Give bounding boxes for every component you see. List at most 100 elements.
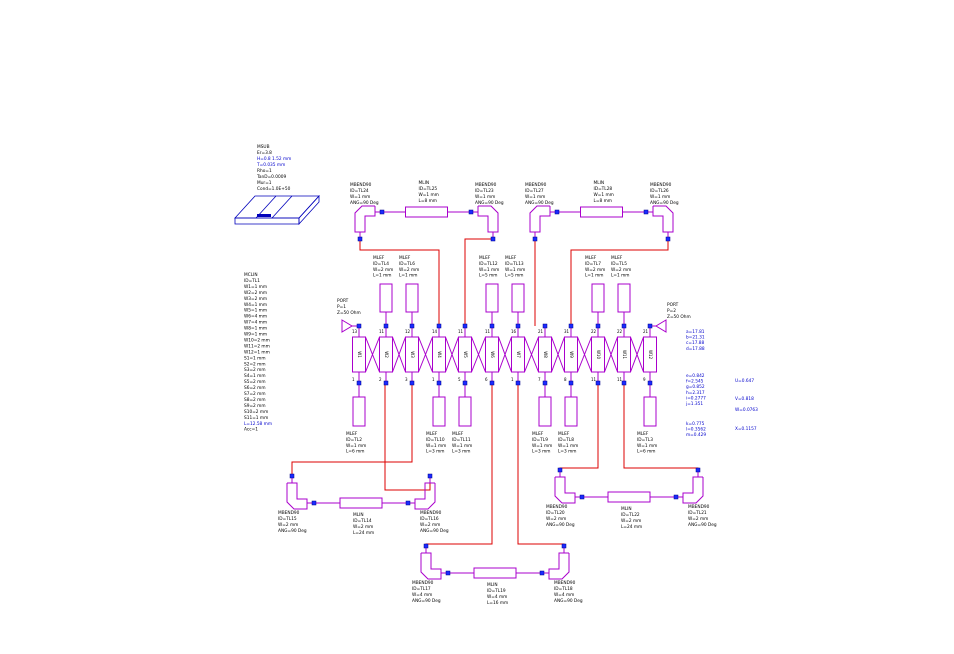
coupled-section[interactable]: W8 [538, 327, 565, 382]
equation-result[interactable]: W=0.0763 [735, 407, 758, 413]
equation-block[interactable]: a=17.81b=21.31c=17.88d=17.88 [686, 329, 705, 352]
coupled-section[interactable]: W7 [511, 327, 539, 382]
msub-label-line: T=0.035 mm [256, 162, 285, 168]
pin-number-top: 21 [643, 329, 649, 334]
coupled-section[interactable]: W6 [485, 327, 512, 382]
mlin-label-line: MLIN [621, 506, 632, 512]
coupled-section[interactable]: W12 [643, 327, 657, 382]
coupled-section[interactable]: W5 [458, 327, 486, 382]
mlef-stub-bottom[interactable] [538, 383, 552, 427]
mcfil-params-line: S8=2 mm [244, 397, 266, 403]
coupled-section[interactable]: W11 [617, 327, 644, 382]
connection-node [579, 494, 585, 500]
mbend-label-line: W=1 mm [525, 194, 545, 200]
substrate-icon[interactable] [234, 194, 320, 226]
coupled-section[interactable]: W4 [432, 327, 459, 382]
mlef-bottom-label-line: L=3 mm [452, 449, 470, 455]
coupling-cross [418, 336, 433, 373]
mlef-stub-top[interactable] [379, 283, 393, 326]
port-2[interactable] [650, 319, 667, 333]
coupled-section[interactable]: W1 [352, 327, 380, 382]
msub-label-line: MSUB [257, 144, 270, 150]
mlin-label-line: L=8 mm [419, 198, 437, 204]
coupled-section[interactable]: W2 [379, 327, 406, 382]
equation-block[interactable]: e=0.842f=2.545g=0.852h=2.317i=0.2777j=1.… [685, 373, 706, 407]
mlin-label-line: W=1 mm [594, 192, 614, 198]
mlef-stub-top[interactable] [511, 283, 525, 326]
mlef-stub-top[interactable] [617, 283, 631, 326]
mlef-stub-bottom[interactable] [458, 383, 472, 427]
mlin[interactable] [307, 497, 415, 509]
equation-block-line: e=0.842 [686, 373, 705, 379]
mlin[interactable] [441, 567, 549, 579]
mbend-label-line: ID=TL17 [412, 586, 431, 592]
coupling-cross [604, 336, 618, 373]
mlef-bottom-label-line: L=3 mm [558, 449, 576, 455]
mlef-stub-top[interactable] [405, 283, 419, 326]
equation-result[interactable]: V=0.818 [735, 396, 754, 402]
equation-block-line: i=0.2777 [686, 395, 706, 401]
msub-label-line: Cond=1.0E+50 [257, 186, 291, 192]
mlin[interactable] [550, 206, 653, 218]
mbend-label-line: ANG=90 Deg [420, 528, 449, 534]
connection-node [445, 570, 451, 576]
mlin[interactable] [575, 491, 683, 503]
mlef-stub-top[interactable] [485, 283, 499, 326]
coupled-section[interactable]: W3 [405, 327, 433, 382]
mlef-stub-bottom[interactable] [352, 383, 366, 427]
mlin[interactable] [375, 206, 478, 218]
equation-block-line: a=17.81 [686, 329, 705, 335]
mlef-top-label-line: W=1 mm [505, 267, 525, 273]
msub-label-line: Mur=1 [257, 180, 272, 186]
mlin-label-line: L=24 mm [353, 530, 374, 536]
equation-result[interactable]: X=0.1157 [735, 426, 757, 432]
equation-result[interactable]: U=0.647 [735, 378, 754, 384]
mlef-top-label-line: ID=TL4 [373, 261, 389, 267]
mlef-stub-bottom[interactable] [432, 383, 446, 427]
pin-number-bottom: 1 [511, 377, 514, 382]
mlef-stub-top[interactable] [591, 283, 605, 326]
mlef-bottom-label-line: MLEF [426, 431, 438, 437]
coupled-section[interactable]: W10 [591, 327, 618, 382]
mcfil-params-line: W8=1 mm [244, 326, 267, 332]
mlef-bottom-label-line: MLEF [452, 431, 464, 437]
mlef-stub-bottom[interactable] [564, 383, 578, 427]
coupled-section[interactable]: W9 [564, 327, 592, 382]
mlef-stub-bottom[interactable] [643, 383, 657, 427]
port-2-label-line: P=2 [667, 308, 676, 314]
mcfil-params-line: W10=2 mm [244, 337, 270, 343]
